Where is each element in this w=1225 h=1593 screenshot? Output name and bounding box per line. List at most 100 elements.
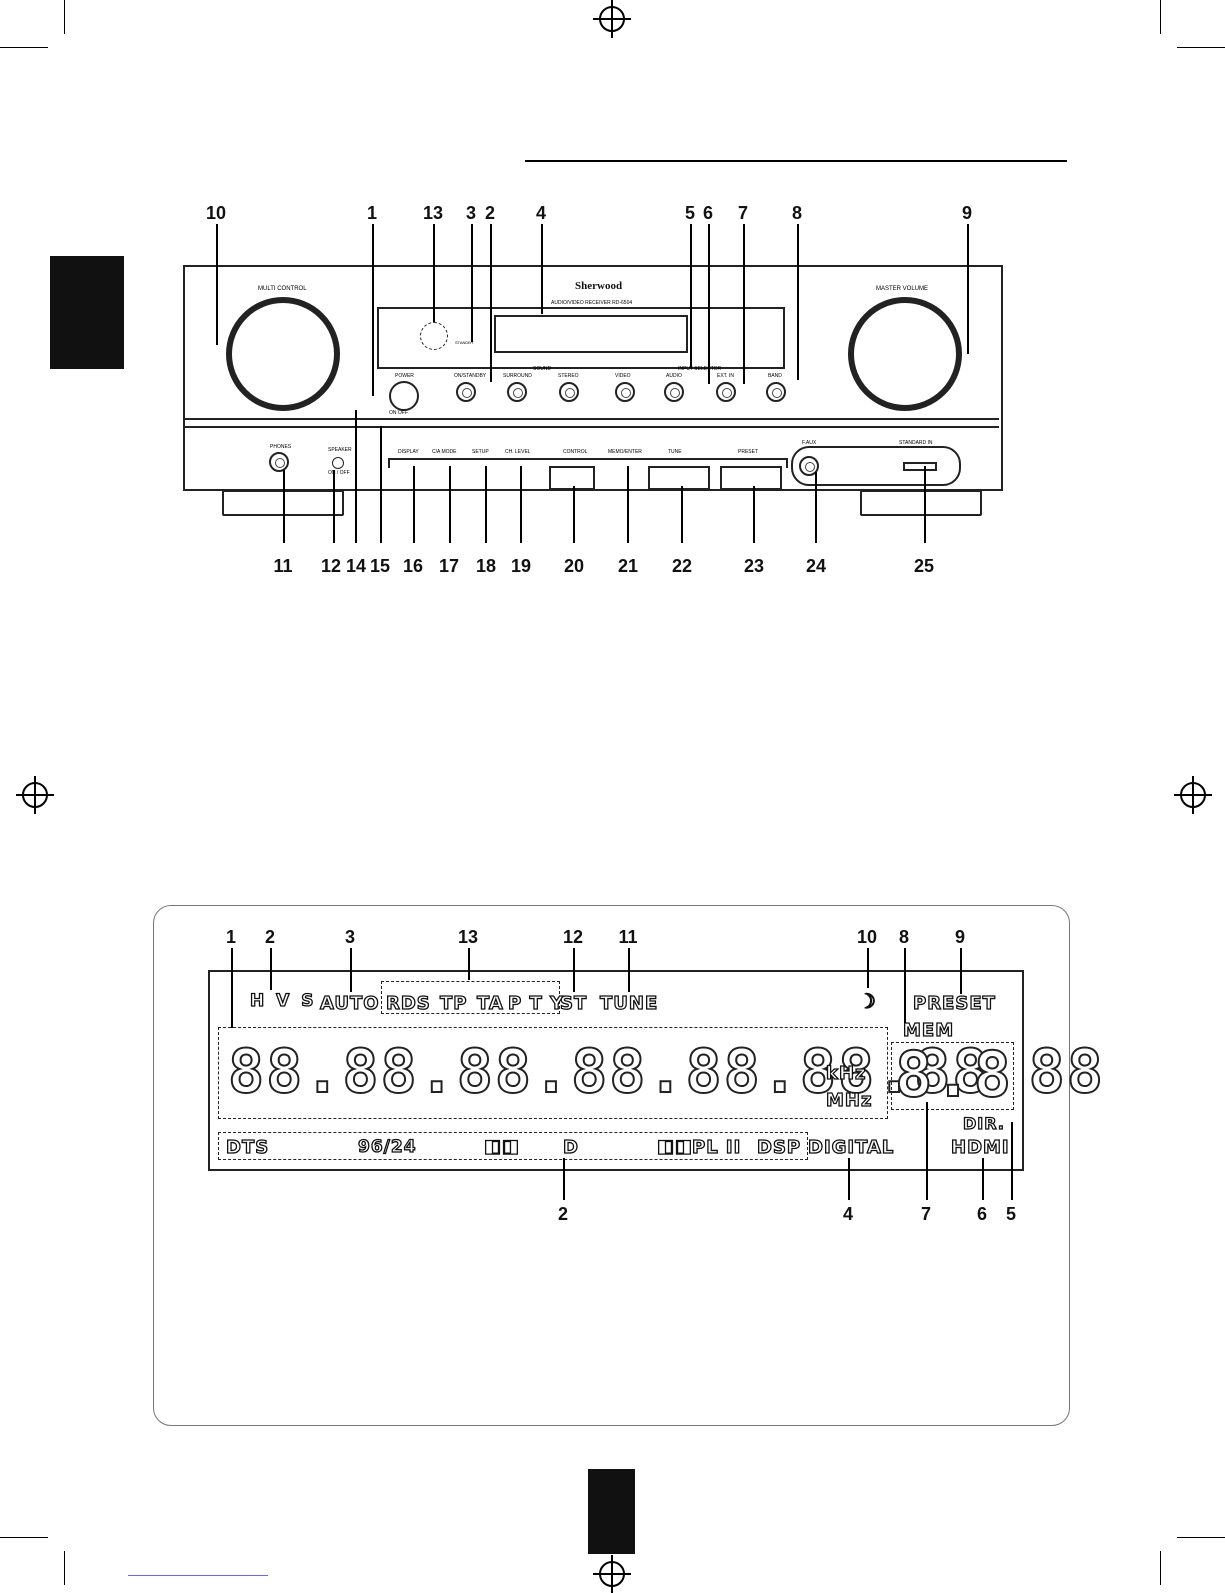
- leader-line: [350, 948, 352, 992]
- ch-level-label: CH. LEVEL: [505, 449, 531, 455]
- leader-line: [216, 224, 218, 345]
- power-label: POWER: [395, 373, 414, 379]
- callout: 12: [320, 556, 342, 576]
- speaker-on-off-label: ON / OFF: [328, 470, 350, 476]
- setup-label: SETUP: [472, 449, 489, 455]
- front-aux-panel: [791, 446, 961, 486]
- callout: 25: [913, 556, 935, 576]
- hires-96-24-indicator: 96/24: [357, 1136, 417, 1157]
- memory-indicator: MEM: [902, 1019, 955, 1041]
- callout: 16: [402, 556, 424, 576]
- master-volume-label: MASTER VOLUME: [876, 286, 929, 292]
- f-aux-jack[interactable]: [799, 456, 819, 476]
- crop-mark: [0, 1537, 48, 1538]
- surround-button[interactable]: [507, 382, 527, 402]
- leader-line: [380, 426, 382, 543]
- leader-line: [628, 948, 630, 992]
- fluorescent-display: [494, 315, 688, 353]
- ext-in-label: EXT. IN: [717, 373, 734, 379]
- control-button[interactable]: [549, 466, 595, 490]
- leader-line: [924, 466, 926, 543]
- callout: 6: [702, 203, 713, 223]
- khz-indicator: kHz: [825, 1062, 867, 1084]
- video-button[interactable]: [615, 382, 635, 402]
- stereo-label: STEREO: [558, 373, 579, 379]
- display-figure-frame: [153, 905, 1070, 1426]
- decoder-indicator-group: [218, 1132, 808, 1160]
- model-label: AUDIO/VIDEO RECEIVER RD-6504: [551, 300, 633, 306]
- main-digits: 88.88.88.88.88.88.88 88: [227, 1037, 1105, 1107]
- audio-button[interactable]: [664, 382, 684, 402]
- power-button[interactable]: [389, 381, 419, 411]
- header-rule: [525, 160, 1067, 162]
- callout: 18: [475, 556, 497, 576]
- callout: 11: [618, 927, 638, 947]
- page-number-tab: [588, 1469, 635, 1554]
- leader-line: [449, 466, 451, 543]
- main-digit-area: [218, 1027, 888, 1119]
- callout: 14: [345, 556, 367, 576]
- fl-display-outline: [208, 970, 1024, 1171]
- preset-button[interactable]: [720, 466, 782, 490]
- on-standby-button[interactable]: [456, 382, 476, 402]
- dolby-digital-indicator: D: [562, 1136, 579, 1158]
- callout: 8: [791, 203, 802, 223]
- registration-mark-icon: [16, 776, 54, 814]
- crop-mark: [0, 47, 48, 48]
- master-volume-knob[interactable]: [848, 297, 962, 411]
- band-button[interactable]: [766, 382, 786, 402]
- registration-mark-icon: [1174, 776, 1212, 814]
- leader-line: [681, 486, 683, 543]
- ext-in-button[interactable]: [716, 382, 736, 402]
- video-label: VIDEO: [615, 373, 631, 379]
- callout: 5: [684, 203, 695, 223]
- preset-indicator: PRESET: [912, 992, 996, 1014]
- leader-line: [283, 470, 285, 543]
- sleep-moon-icon: ☽: [857, 988, 877, 1013]
- tp-indicator: TP: [439, 992, 468, 1014]
- crop-mark: [1177, 1537, 1225, 1538]
- crop-mark: [1160, 1551, 1161, 1585]
- leader-line: [627, 466, 629, 543]
- leader-line: [708, 224, 710, 384]
- stereo-button[interactable]: [559, 382, 579, 402]
- leader-line: [485, 466, 487, 543]
- registration-mark-icon: [593, 0, 631, 38]
- callout: 13: [457, 927, 479, 947]
- tune-indicator: TUNE: [599, 992, 659, 1014]
- callout: 2: [557, 1204, 568, 1224]
- crop-mark: [64, 1551, 65, 1585]
- leader-line: [333, 470, 335, 543]
- callout: 21: [617, 556, 639, 576]
- registration-mark-icon: [593, 1555, 631, 1593]
- leader-line: [690, 224, 692, 368]
- c-a-mode-label: C/A MODE: [432, 449, 457, 455]
- rds-group-outline: [381, 981, 560, 1014]
- callout: 23: [743, 556, 765, 576]
- hvs-indicator: H V S: [249, 990, 317, 1011]
- display-window: [377, 307, 785, 369]
- leader-line: [926, 1102, 928, 1200]
- callout: 1: [366, 203, 377, 223]
- leader-line: [231, 948, 233, 1028]
- usb-port[interactable]: [903, 462, 937, 471]
- phones-jack[interactable]: [269, 452, 289, 472]
- callout: 5: [1005, 1204, 1016, 1224]
- callout: 9: [954, 927, 965, 947]
- callout: 4: [535, 203, 546, 223]
- stereo-indicator: ST: [559, 992, 588, 1014]
- leader-line: [797, 224, 799, 380]
- preset-digit-area: [891, 1042, 1014, 1110]
- tune-label: TUNE: [668, 449, 682, 455]
- callout: 17: [438, 556, 460, 576]
- standby-indicator-label: STANDBY: [455, 340, 474, 345]
- leader-line: [541, 224, 543, 314]
- callout: 10: [205, 203, 227, 223]
- remote-sensor: [420, 322, 448, 350]
- leader-line: [433, 224, 435, 322]
- speaker-button[interactable]: [332, 457, 344, 469]
- multi-control-knob[interactable]: [226, 297, 340, 411]
- leader-line: [848, 1158, 850, 1200]
- tune-button[interactable]: [648, 466, 710, 490]
- callout: 4: [842, 1204, 853, 1224]
